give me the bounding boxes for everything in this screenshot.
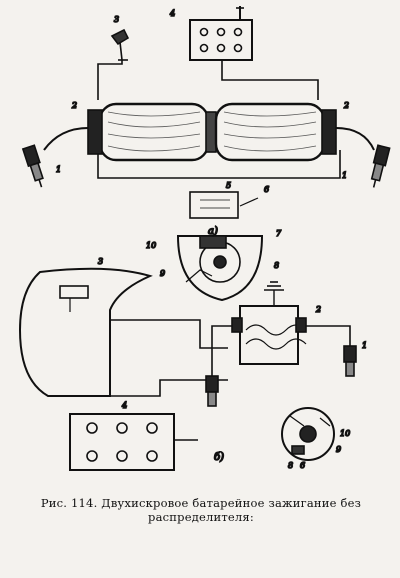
part-number-10-top: 10 [146, 241, 156, 250]
part-number-5: 5 [226, 181, 231, 190]
ignition-switch-key-icon [110, 28, 130, 61]
panel-a-dual-coil-ignition: 3 4 2 2 [21, 6, 391, 302]
panel-b-label: б) [214, 452, 224, 463]
part-number-2-left: 2 [71, 101, 77, 110]
part-number-2-right: 2 [343, 101, 349, 110]
part-number-10-bottom: 10 [340, 429, 350, 438]
part-number-6-bottom: 6 [300, 461, 305, 470]
part-number-3-top: 3 [114, 15, 119, 24]
ignition-schematic-figure: 3 4 2 2 [18, 6, 391, 471]
part-number-6: 6 [264, 185, 269, 194]
part-number-1-left: 1 [56, 165, 61, 174]
spark-plug-right-icon [370, 144, 391, 188]
figure-caption: Рис. 114. Двухискровое батарейное зажига… [40, 496, 362, 524]
part-number-7: 7 [276, 229, 282, 238]
dual-spark-coil [231, 281, 307, 365]
left-ignition-coil [87, 102, 217, 162]
spark-plug-lower-left-icon [205, 375, 219, 407]
part-number-9-bottom: 9 [336, 445, 341, 454]
wire-battery-to-right-coil [221, 60, 319, 100]
breaker-plate-lower [281, 407, 335, 461]
part-number-3-bottom: 3 [98, 257, 103, 266]
fuel-tank [18, 267, 153, 397]
panel-a-label: а) [208, 226, 218, 237]
part-number-4-top: 4 [169, 9, 175, 18]
breaker-housing [176, 235, 264, 302]
part-number-9-top: 9 [160, 269, 165, 278]
right-ignition-coil [214, 102, 337, 162]
wire-coil-return [97, 150, 341, 179]
part-number-8: 8 [274, 261, 279, 270]
part-number-8-bottom: 8 [288, 461, 293, 470]
condenser-box [189, 191, 239, 219]
spark-plug-lower-right-icon [343, 345, 357, 377]
wire-tank-to-coil [110, 319, 228, 349]
battery-lower [69, 413, 198, 471]
wire-tank-lower [110, 379, 228, 397]
part-number-1-bottom: 1 [362, 341, 367, 350]
spark-plug-left-icon [21, 144, 44, 188]
part-number-2-bottom: 2 [315, 305, 321, 314]
part-number-1-right: 1 [342, 171, 347, 180]
panel-b-dual-spark-coil-ignition: 3 2 1 [18, 256, 368, 471]
part-number-4-bottom: 4 [121, 401, 127, 410]
battery-box [189, 6, 253, 61]
wire-switch-to-left-coil [97, 60, 123, 100]
